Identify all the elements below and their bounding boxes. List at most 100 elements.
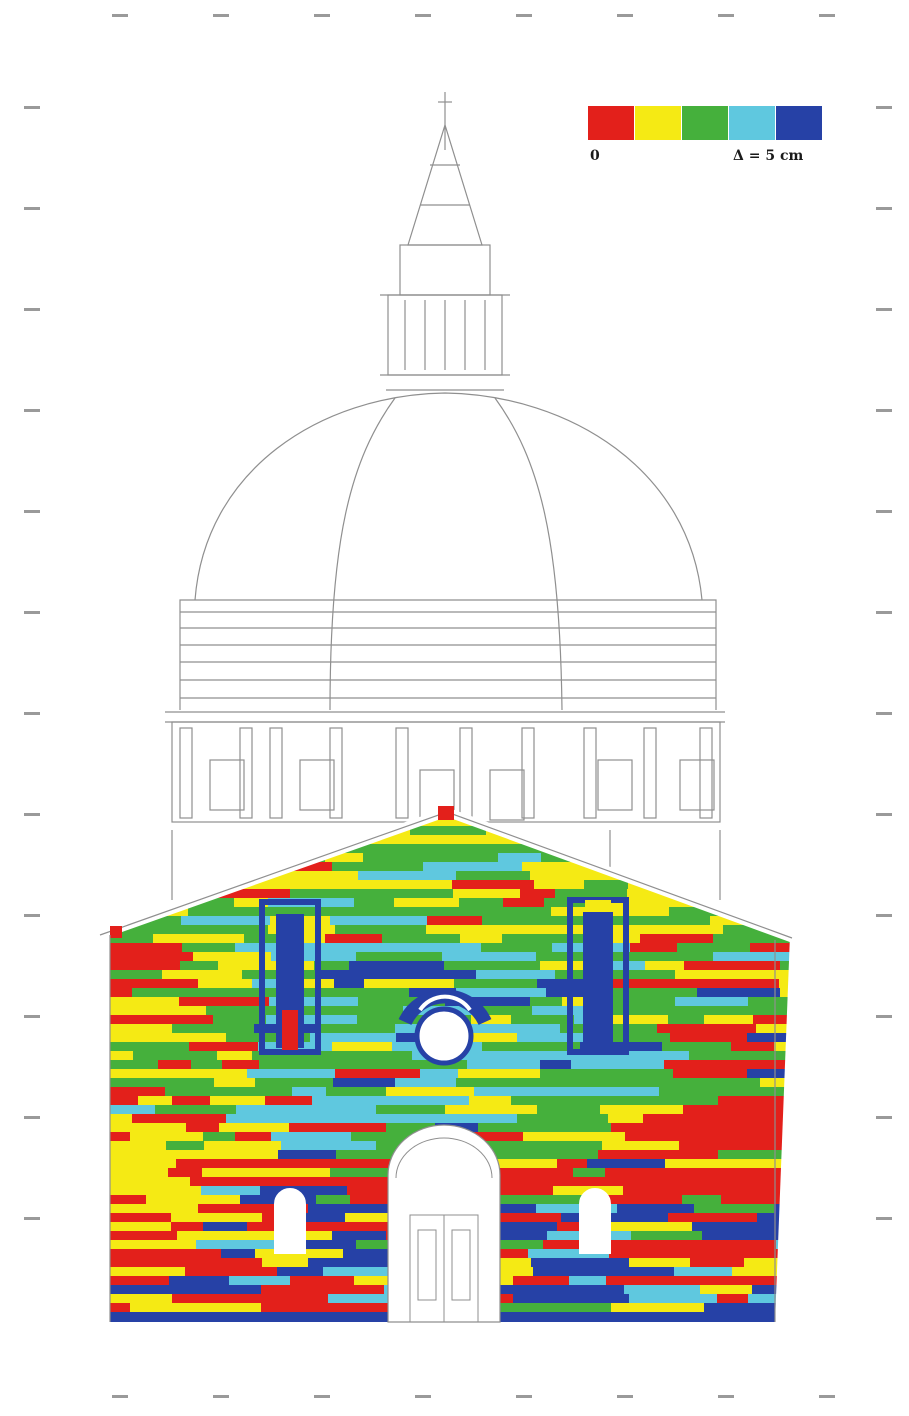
- drum-pilaster: [395, 727, 409, 819]
- deviation-stripe: [475, 907, 552, 916]
- deviation-stripe: [386, 1087, 475, 1096]
- deviation-stripe: [609, 1249, 709, 1258]
- deviation-stripe: [492, 1177, 587, 1186]
- deviation-stripe: [579, 1096, 651, 1105]
- deviation-stripe: [610, 988, 698, 997]
- deviation-stripe: [738, 907, 790, 916]
- deviation-stripe: [708, 1249, 790, 1258]
- deviation-stripe: [110, 880, 164, 889]
- deviation-stripe: [661, 1078, 761, 1087]
- tick-mark: [516, 14, 532, 17]
- deviation-stripe: [244, 934, 296, 943]
- deviation-stripe: [473, 812, 561, 817]
- deviation-stripe: [546, 988, 611, 997]
- deviation-stripe: [751, 1051, 790, 1060]
- deviation-stripe: [110, 1141, 167, 1150]
- deviation-stripe: [214, 988, 262, 997]
- drum-pilaster: [521, 727, 535, 819]
- deviation-stripe: [110, 1078, 174, 1087]
- deviation-stripe: [731, 1042, 775, 1051]
- deviation-stripe: [369, 880, 453, 889]
- deviation-stripe: [627, 889, 671, 898]
- deviation-stripe: [574, 835, 628, 844]
- drum-pilaster: [643, 727, 657, 819]
- dome-ribs: [329, 397, 563, 711]
- deviation-stripe: [232, 1087, 293, 1096]
- deviation-stripe: [714, 889, 762, 898]
- deviation-stripe: [177, 898, 235, 907]
- deviation-stripe: [751, 1006, 790, 1015]
- deviation-stripe: [673, 1069, 748, 1078]
- deviation-stripe: [110, 835, 191, 844]
- deviation-stripe: [177, 1231, 270, 1240]
- deviation-stripe: [130, 1303, 221, 1312]
- deviation-stripe: [779, 979, 790, 988]
- deviation-stripe: [587, 1159, 666, 1168]
- deviation-stripe: [482, 916, 536, 925]
- deviation-stripe: [229, 1276, 291, 1285]
- dome-line-drawing: [165, 92, 725, 900]
- deviation-stripe: [314, 961, 350, 970]
- deviation-stripe: [318, 907, 379, 916]
- deviation-stripe: [217, 1051, 253, 1060]
- deviation-stripe: [110, 817, 139, 826]
- deviation-stripe: [265, 1096, 313, 1105]
- deviation-stripe: [557, 1159, 588, 1168]
- deviation-stripe: [595, 1294, 630, 1303]
- deviation-stripe: [172, 1294, 258, 1303]
- deviation-stripe: [110, 1276, 170, 1285]
- facade-architectural-details: [98, 806, 794, 1323]
- deviation-stripe: [779, 1231, 790, 1240]
- deviation-stripe: [180, 1033, 227, 1042]
- drum-pilaster: [329, 727, 343, 819]
- deviation-stripe: [277, 1240, 357, 1249]
- deviation-stripe: [573, 1168, 606, 1177]
- deviation-stripe: [325, 853, 364, 862]
- spire-rings: [420, 164, 470, 206]
- deviation-stripe: [458, 1069, 541, 1078]
- deviation-stripe: [264, 835, 330, 844]
- deviation-stripe: [482, 1006, 533, 1015]
- deviation-stripe: [110, 997, 180, 1006]
- deviation-stripe: [452, 880, 535, 889]
- deviation-stripe: [774, 1042, 790, 1051]
- deviation-stripe: [110, 1132, 131, 1141]
- deviation-stripe: [502, 934, 599, 943]
- deviation-stripe: [791, 1105, 875, 1114]
- deviation-stripe: [110, 1051, 134, 1060]
- deviation-stripe: [110, 1321, 155, 1322]
- deviation-stripe: [219, 1123, 290, 1132]
- deviation-stripe: [694, 1204, 775, 1213]
- tick-mark: [876, 611, 892, 614]
- deviation-stripe: [702, 1231, 780, 1240]
- deviation-stripe: [749, 835, 785, 844]
- deviation-stripe: [624, 1285, 701, 1294]
- lantern-top: [399, 244, 491, 296]
- deviation-stripe: [517, 1033, 599, 1042]
- left-niche-red: [282, 1010, 298, 1050]
- deviation-stripe: [485, 889, 521, 898]
- deviation-stripe: [224, 880, 301, 889]
- deviation-stripe: [699, 1006, 752, 1015]
- deviation-stripe: [222, 1060, 260, 1069]
- deviation-stripe: [679, 1141, 769, 1150]
- deviation-stripe: [110, 1150, 198, 1159]
- deviation-stripe: [668, 1015, 705, 1024]
- deviation-stripe: [679, 1177, 752, 1186]
- deviation-stripe: [679, 1321, 758, 1322]
- deviation-stripe: [320, 1285, 385, 1294]
- deviation-stripe: [491, 1240, 544, 1249]
- deviation-stripe: [521, 1285, 591, 1294]
- deviation-stripe: [130, 812, 181, 817]
- deviation-stripe: [165, 1087, 233, 1096]
- dome-base: [179, 599, 717, 710]
- deviation-stripe: [226, 1114, 323, 1123]
- deviation-stripe: [146, 1195, 241, 1204]
- tick-mark: [819, 14, 835, 17]
- deviation-stripe: [467, 1060, 541, 1069]
- deviation-stripe: [394, 898, 460, 907]
- tick-mark: [617, 14, 633, 17]
- tick-mark: [876, 914, 892, 917]
- deviation-stripe: [752, 1285, 790, 1294]
- deviation-stripe: [172, 1024, 255, 1033]
